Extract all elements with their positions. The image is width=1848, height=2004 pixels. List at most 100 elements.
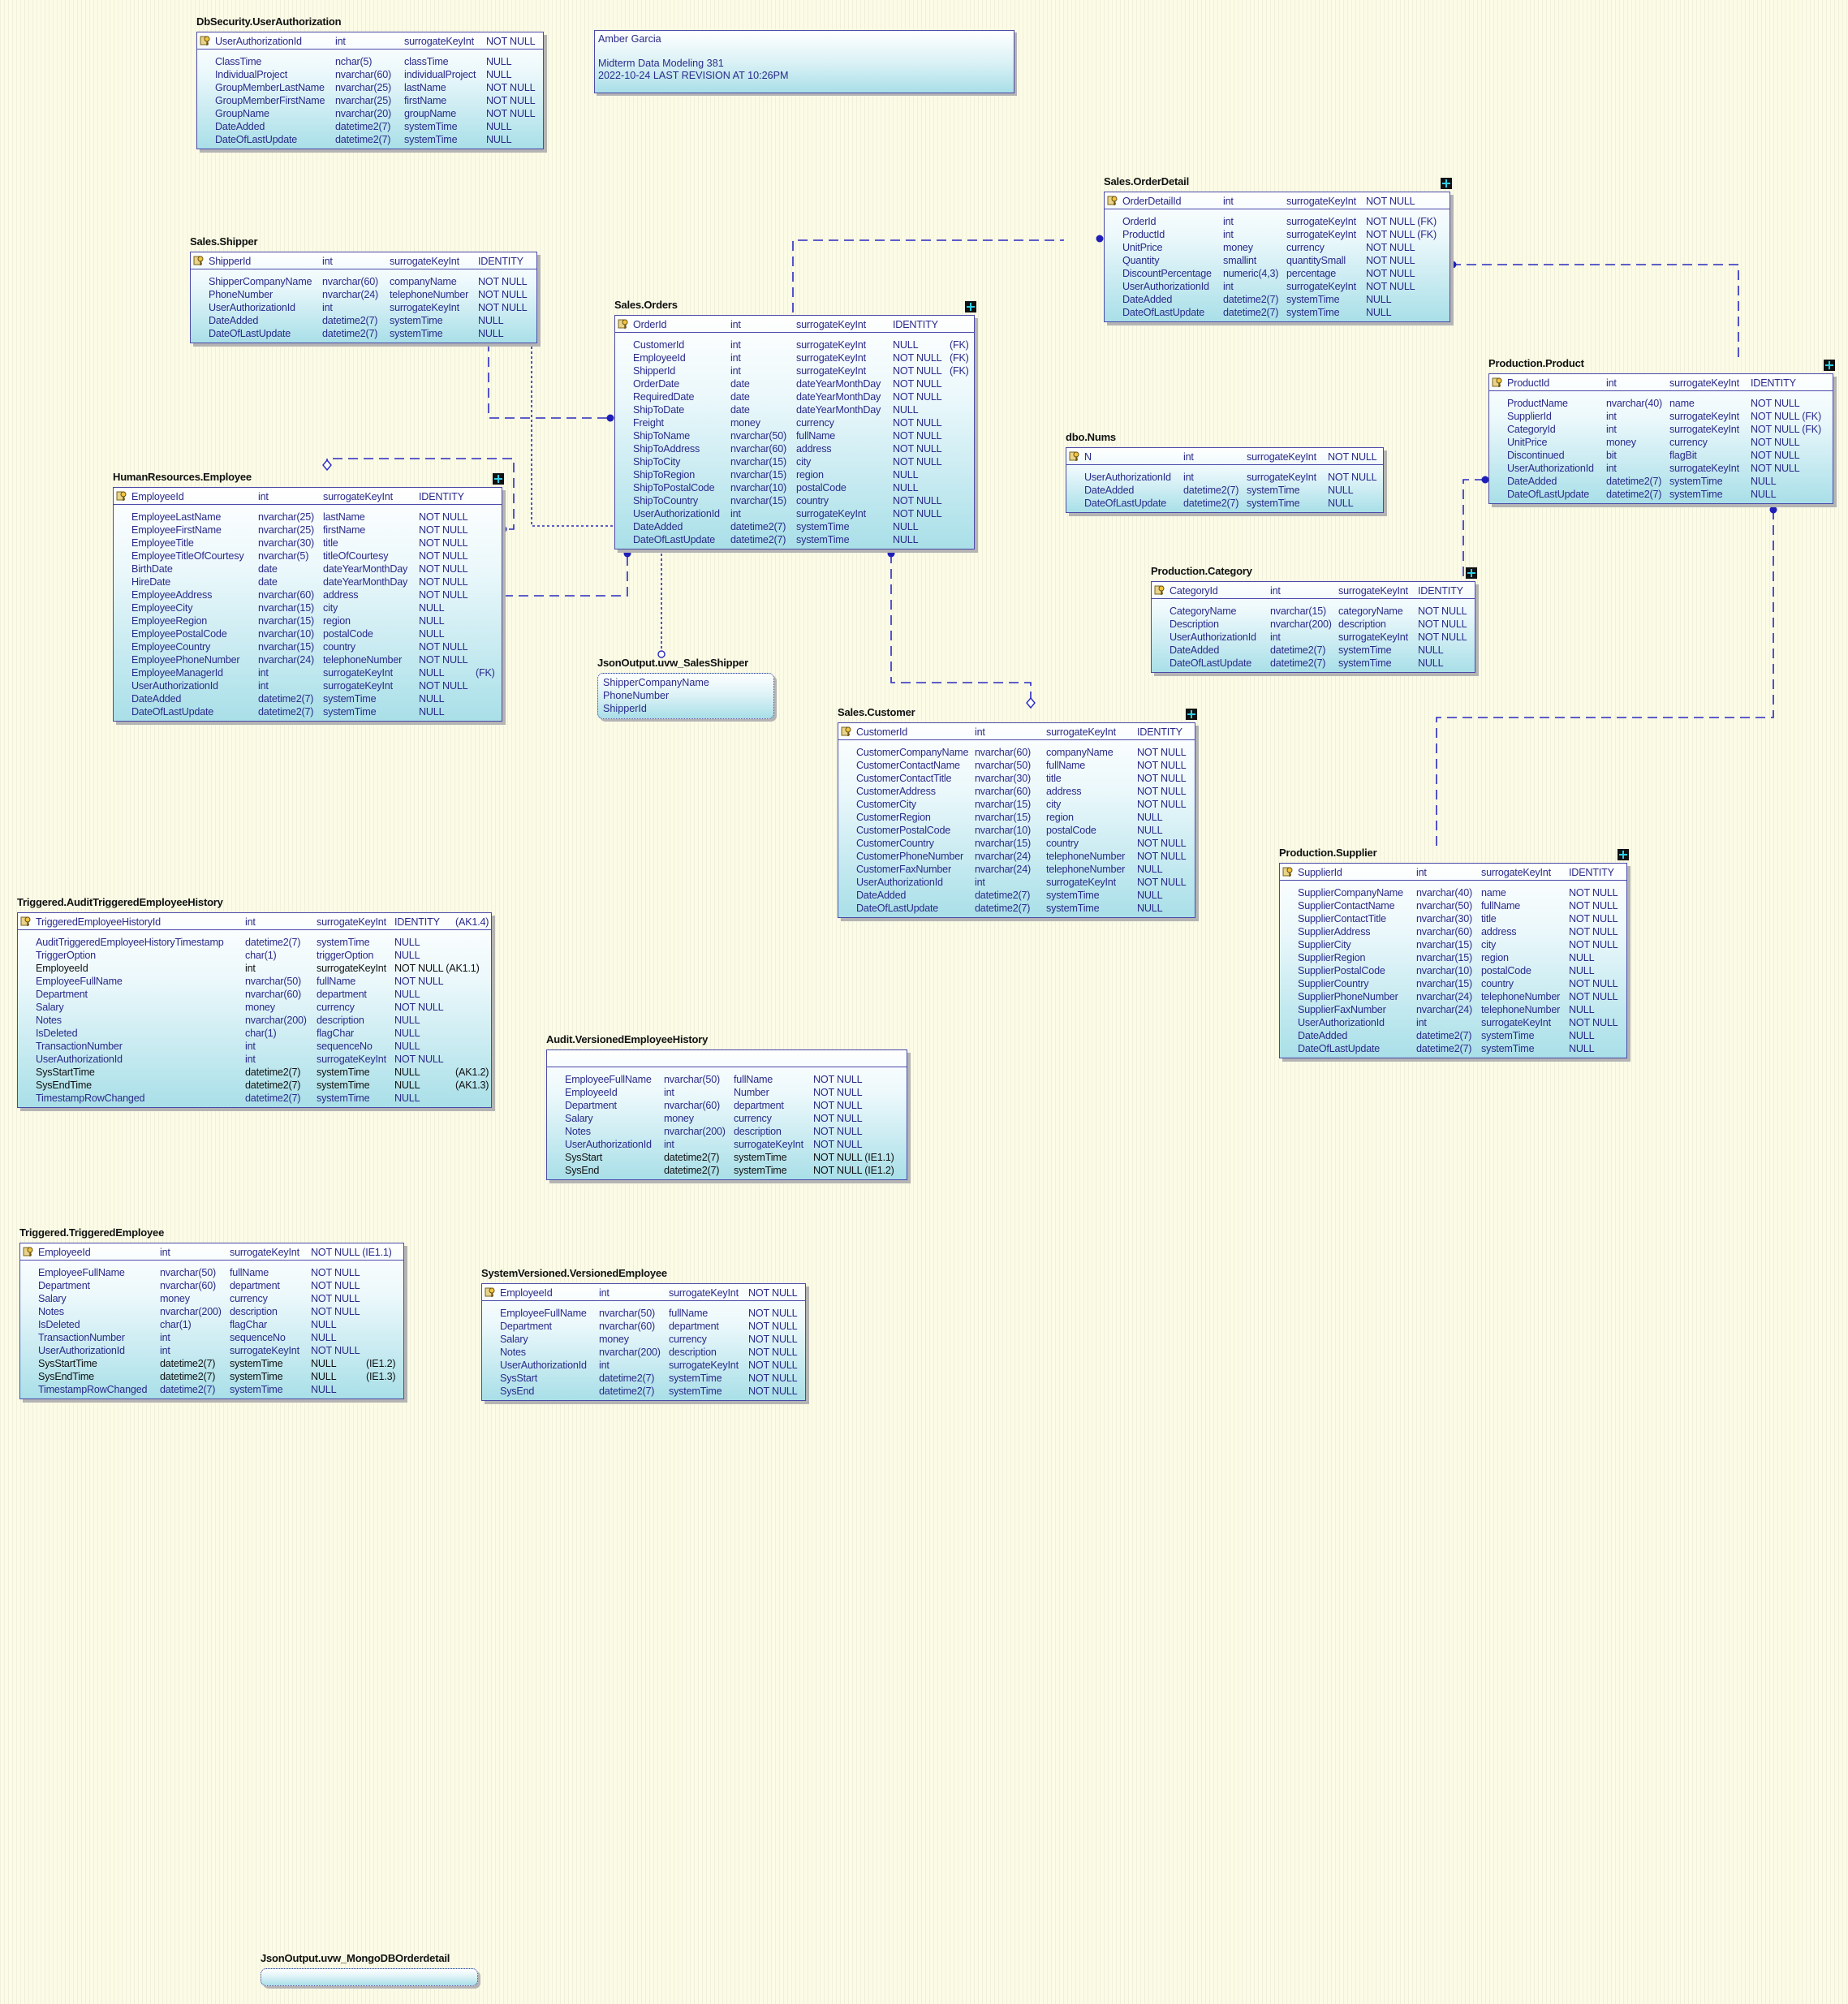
expand-plus-icon[interactable] — [1441, 178, 1452, 189]
expand-plus-icon[interactable] — [1618, 849, 1629, 860]
view-mongodborderdetail[interactable]: JsonOutput.uvw_MongoDBOrderdetail — [261, 1952, 478, 1986]
expand-plus-icon[interactable] — [1824, 360, 1835, 371]
view-column[interactable]: ShipperCompanyName — [603, 677, 709, 688]
view-column[interactable]: ShipperId — [603, 703, 647, 714]
expand-plus-icon[interactable] — [965, 301, 976, 312]
